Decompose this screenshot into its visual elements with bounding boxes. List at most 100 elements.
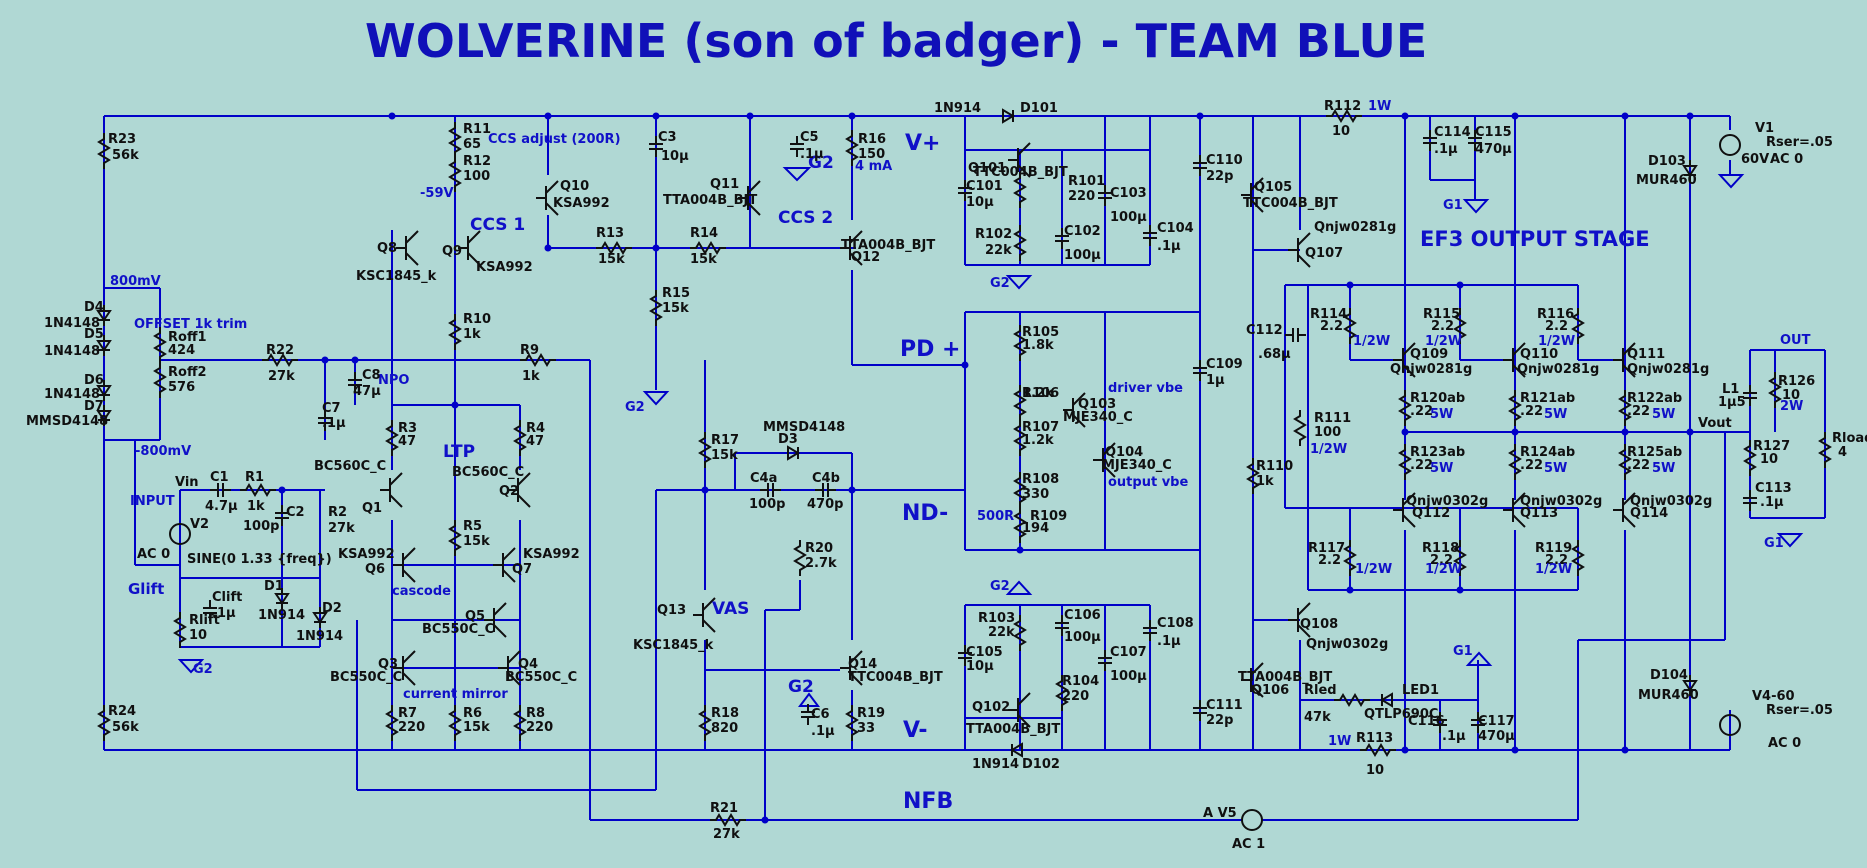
label-q112v: Qnjw0302g [1406, 494, 1488, 509]
l1-capacitor [1743, 385, 1757, 406]
label-r117v: 2.2 [1318, 553, 1341, 568]
label-q5v: BC550C_C [422, 622, 494, 637]
label-d103v: MUR460 [1636, 173, 1697, 188]
label-r10: R10 [463, 312, 491, 327]
label-r2: R2 [328, 505, 347, 520]
label-r121: R121ab [1520, 391, 1575, 406]
schematic-title: WOLVERINE (son of badger) - TEAM BLUE [365, 14, 1428, 68]
label-c102: C102 [1064, 224, 1101, 239]
q1-transistor [380, 472, 403, 508]
note-ccs-adjust: CCS adjust (200R) [488, 132, 621, 147]
label-c105v: 10µ [966, 659, 994, 674]
q14-transistor [840, 650, 863, 686]
c1-capacitor [210, 483, 231, 497]
label-cliftv: .1µ [212, 606, 236, 621]
label-r12: R12 [463, 154, 491, 169]
label-w121: 5W [1544, 407, 1567, 422]
label-v4: V4-60 [1752, 689, 1795, 704]
r16-resistor [845, 130, 859, 166]
r126-resistor [1768, 372, 1782, 408]
label-r20v: 2.7k [805, 556, 837, 571]
label-r18v: 820 [711, 721, 738, 736]
label-vas: VAS [712, 599, 749, 619]
c104-capacitor [1143, 225, 1157, 246]
label-rledv: 47k [1304, 710, 1331, 725]
label-out: OUT [1780, 333, 1811, 348]
label-d101v: 1N914 [934, 101, 981, 116]
label-r14v: 15k [690, 252, 717, 267]
r108-resistor [1013, 472, 1027, 508]
q103-transistor [1063, 392, 1086, 428]
label-q103v: MJE340_C [1063, 410, 1133, 425]
label-r12v: 100 [463, 169, 490, 184]
label-r124: R124ab [1520, 445, 1575, 460]
label-r111v: 100 [1314, 425, 1341, 440]
label-r108: R108 [1022, 472, 1059, 487]
c6-capacitor [801, 704, 815, 725]
label-r4v: 47 [526, 434, 544, 449]
label-r121v: .22 [1520, 404, 1543, 419]
label-c117: C117 [1478, 714, 1515, 729]
r1-resistor [240, 483, 276, 497]
q8-transistor [396, 230, 419, 266]
label-c104: C104 [1157, 221, 1194, 236]
label-r5v: 15k [463, 534, 490, 549]
label-r22: R22 [266, 343, 294, 358]
label-r6v: 15k [463, 720, 490, 735]
label-q12v: TTA004B_BJT [841, 238, 935, 253]
d4-diode [96, 305, 112, 326]
r110-resistor [1246, 458, 1260, 494]
label-r101: R101 [1068, 174, 1105, 189]
label-q104v: MJE340_C [1102, 458, 1172, 473]
label-led1v: QTLP690C [1364, 707, 1438, 722]
r14-resistor [690, 241, 726, 255]
label-v1: V1 [1755, 121, 1774, 136]
r109-resistor [1013, 507, 1027, 543]
label-d4: D4 [84, 300, 104, 315]
label-v-minus: V- [903, 718, 928, 743]
label-c2v: 100p [243, 519, 279, 534]
label-l1: L1 [1722, 382, 1739, 397]
label-c3v: 10µ [661, 149, 689, 164]
label-c107: C107 [1110, 645, 1147, 660]
label-ccs2: CCS 2 [778, 208, 833, 228]
c112-capacitor [1285, 328, 1306, 342]
label-q114v: Qnjw0302g [1630, 494, 1712, 509]
r12-resistor [448, 156, 462, 192]
label-c101: C101 [966, 179, 1003, 194]
roff2-resistor [153, 362, 167, 398]
label-c6v: .1µ [811, 724, 835, 739]
label-q14: Q14 [848, 657, 877, 672]
label-w120: 5W [1430, 407, 1453, 422]
label-g2-f: G2 [990, 579, 1010, 594]
label-r13: R13 [596, 226, 624, 241]
label-r103v: 22k [988, 625, 1015, 640]
v1-source [1719, 134, 1741, 156]
q104-transistor [1093, 442, 1116, 478]
r20-resistor [793, 540, 807, 576]
c116-capacitor [1433, 712, 1447, 733]
label-r123v: .22 [1410, 458, 1433, 473]
label-d101: D101 [1020, 101, 1058, 116]
c5-capacitor [790, 136, 804, 157]
q101-transistor [1008, 142, 1031, 178]
r8-resistor [513, 705, 527, 741]
label-v1v: 60V [1741, 152, 1769, 167]
label-r24v: 56k [112, 720, 139, 735]
d2-diode [312, 607, 328, 628]
label-q9: Q9 [442, 244, 462, 259]
label-r8v: 220 [526, 720, 553, 735]
label-q107: Q107 [1305, 246, 1343, 261]
c115-capacitor [1468, 130, 1482, 151]
label-q105: Q105 [1254, 180, 1292, 195]
label-r126v: 10 [1782, 388, 1800, 403]
q7-transistor [493, 547, 516, 583]
label-r21: R21 [710, 801, 738, 816]
label-c2: C2 [286, 505, 305, 520]
label-c8v: 47µ [353, 384, 381, 399]
label-r23: R23 [108, 132, 136, 147]
label-c107v: 100µ [1110, 669, 1147, 684]
label-r6: R6 [463, 706, 482, 721]
label-r106: R106 [1022, 386, 1059, 401]
label-d7: D7 [84, 399, 104, 414]
